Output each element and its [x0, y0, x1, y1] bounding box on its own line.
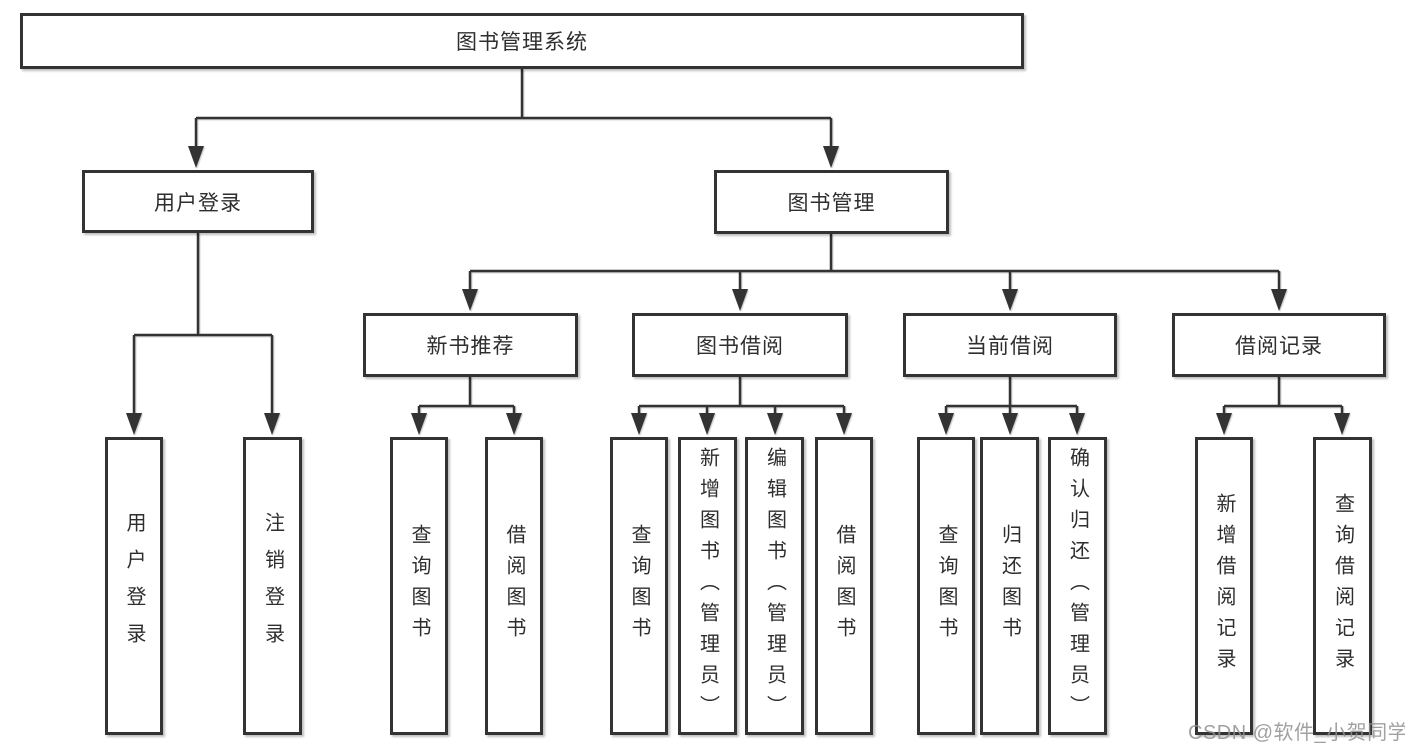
arrow-icon — [264, 413, 280, 435]
arrow-icon — [126, 413, 142, 435]
leaf-logout: 注销登录 — [243, 437, 302, 735]
arrow-icon — [188, 146, 204, 168]
leaf-query-books-recommend: 查询图书 — [390, 437, 448, 735]
edge-bookborrow-to-leaves — [637, 377, 846, 414]
leaf-user-login: 用户登录 — [105, 437, 163, 735]
arrow-icon — [411, 413, 427, 435]
arrow-icon — [699, 413, 715, 435]
arrow-icon — [1069, 413, 1085, 435]
leaf-query-books-current: 查询图书 — [917, 437, 975, 735]
leaf-borrow-books-borrow: 借阅图书 — [815, 437, 873, 735]
arrow-icon — [1002, 413, 1018, 435]
arrow-icon — [1271, 289, 1287, 311]
leaf-borrow-books-recommend: 借阅图书 — [485, 437, 543, 735]
node-root: 图书管理系统 — [20, 13, 1024, 69]
leaf-query-borrow-record: 查询借阅记录 — [1313, 437, 1372, 735]
edge-root-to-level2 — [194, 69, 833, 147]
arrow-icon — [823, 146, 839, 168]
node-current-borrow: 当前借阅 — [903, 313, 1117, 377]
leaf-edit-books-admin: 编辑图书（管理员） — [745, 437, 804, 735]
arrow-icon — [836, 413, 852, 435]
leaf-confirm-return-admin: 确认归还（管理员） — [1048, 437, 1107, 735]
edge-newbookrec-to-leaves — [417, 377, 516, 414]
node-user-login: 用户登录 — [82, 170, 314, 233]
node-new-book-recommend: 新书推荐 — [363, 313, 578, 377]
leaf-return-books: 归还图书 — [980, 437, 1039, 735]
edge-userlogin-to-leaves — [132, 233, 274, 414]
arrow-icon — [631, 413, 647, 435]
arrow-icon — [1334, 413, 1350, 435]
leaf-query-books-borrow: 查询图书 — [610, 437, 668, 735]
arrow-icon — [1002, 289, 1018, 311]
arrow-icon — [767, 413, 783, 435]
edge-currentborrow-to-leaves — [944, 377, 1079, 414]
edge-bookmgmt-to-level3 — [468, 234, 1281, 290]
csdn-watermark: CSDN @软件_小贺同学 — [1188, 722, 1405, 744]
node-book-management: 图书管理 — [714, 170, 949, 234]
arrow-icon — [732, 289, 748, 311]
leaf-add-books-admin: 新增图书（管理员） — [678, 437, 737, 735]
edge-borrowrecord-to-leaves — [1222, 377, 1344, 414]
arrow-icon — [938, 413, 954, 435]
arrowheads — [126, 146, 1350, 435]
leaf-add-borrow-record: 新增借阅记录 — [1195, 437, 1253, 735]
node-book-borrow: 图书借阅 — [632, 313, 848, 377]
arrow-icon — [506, 413, 522, 435]
node-borrow-record: 借阅记录 — [1172, 313, 1386, 377]
arrow-icon — [462, 289, 478, 311]
arrow-icon — [1216, 413, 1232, 435]
